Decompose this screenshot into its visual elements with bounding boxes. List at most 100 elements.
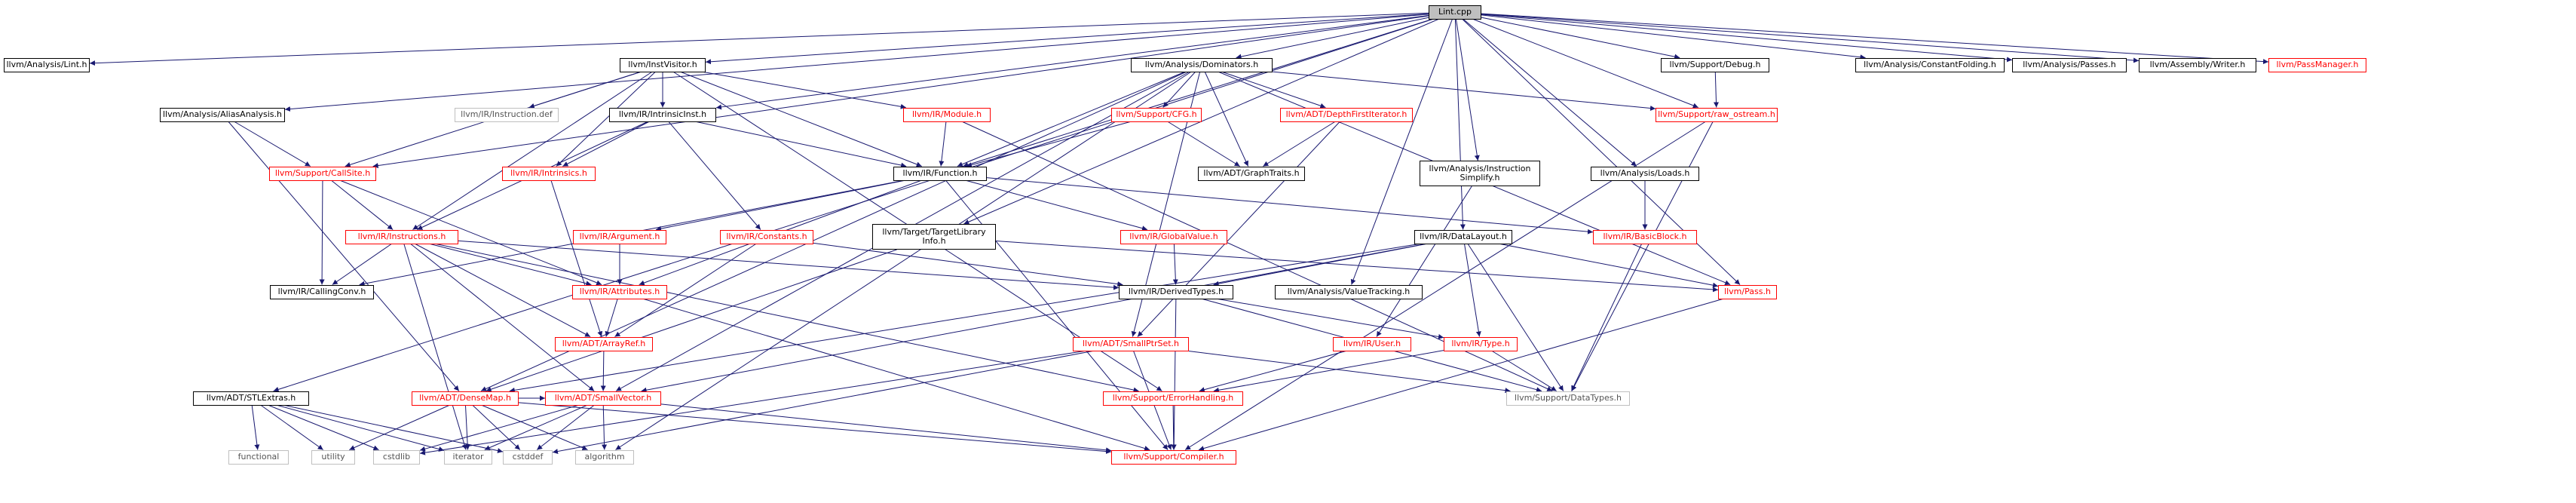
- edge-stlextras-to-utility: [260, 405, 324, 450]
- node-functional: functional: [228, 449, 289, 465]
- edge-irtype-to-datatypes: [1492, 351, 1557, 391]
- node-instructions[interactable]: llvm/IR/Instructions.h: [345, 229, 458, 244]
- edge-instvisitor-to-instructions: [412, 72, 652, 230]
- node-argument[interactable]: llvm/IR/Argument.h: [573, 229, 666, 244]
- node-valuetracking[interactable]: llvm/Analysis/ValueTracking.h: [1275, 284, 1423, 299]
- edge-instructions-to-derivedtypes: [458, 240, 1120, 290]
- node-asmwriter[interactable]: llvm/Assembly/Writer.h: [2139, 57, 2256, 72]
- edge-intrinsicinst-to-function: [696, 121, 907, 168]
- edge-globalvalue-to-derivedtypes: [1172, 244, 1178, 285]
- node-passmanager[interactable]: llvm/PassManager.h: [2268, 57, 2366, 72]
- node-dfi[interactable]: llvm/ADT/DepthFirstIterator.h: [1280, 107, 1413, 122]
- edge-stlextras-to-iterator: [277, 405, 445, 452]
- node-instrdef: llvm/IR/Instruction.def: [455, 107, 559, 122]
- edge-densemap-to-cstddef: [472, 405, 521, 450]
- edge-stlextras-to-functional: [251, 405, 260, 450]
- node-irtype[interactable]: llvm/IR/Type.h: [1444, 336, 1518, 351]
- edge-lint-to-analysis_lint: [89, 12, 1429, 66]
- edge-instructions-to-callingconv: [332, 244, 392, 285]
- edge-stlextras-to-cstdlib: [268, 405, 379, 451]
- node-iruser[interactable]: llvm/IR/User.h: [1333, 336, 1411, 351]
- node-basicblock[interactable]: llvm/IR/BasicBlock.h: [1593, 229, 1697, 244]
- edge-smallptrset-to-cstddef: [552, 351, 1093, 454]
- edge-arrayref-to-smallvector: [600, 351, 606, 391]
- edge-lint-to-intrinsicinst: [715, 15, 1429, 110]
- edge-instvisitor-to-intrinsics: [556, 72, 656, 167]
- edge-supportcfg-to-graphtraits: [1168, 121, 1240, 167]
- node-smallptrset[interactable]: llvm/ADT/SmallPtrSet.h: [1073, 336, 1189, 351]
- edge-instructions-to-iterator: [403, 244, 467, 450]
- node-instsimplify[interactable]: llvm/Analysis/Instruction Simplify.h: [1420, 161, 1540, 186]
- node-globalvalue[interactable]: llvm/IR/GlobalValue.h: [1120, 229, 1227, 244]
- node-algorithm: algorithm: [575, 449, 634, 465]
- node-attributes[interactable]: llvm/IR/Attributes.h: [572, 284, 667, 299]
- node-callingconv[interactable]: llvm/IR/CallingConv.h: [270, 284, 374, 299]
- edge-intrinsics-to-arrayref: [550, 180, 603, 337]
- edge-intrinsicinst-to-intrinsics: [562, 121, 649, 167]
- edge-smallvector-to-iterator: [484, 405, 587, 450]
- edge-instructions-to-errorhandling: [436, 244, 1139, 393]
- edge-smallvector-to-compiler: [660, 403, 1112, 453]
- edge-iruser-to-errorhandling: [1199, 351, 1346, 393]
- edge-targetlibinfo-to-pass: [995, 241, 1719, 293]
- edge-errorhandling-to-compiler: [1171, 405, 1177, 450]
- node-densemap[interactable]: llvm/ADT/DenseMap.h: [412, 391, 519, 406]
- edge-lint-to-callsite: [372, 15, 1429, 168]
- edge-instsimplify-to-iruser: [1376, 186, 1472, 337]
- node-arrayref[interactable]: llvm/ADT/ArrayRef.h: [555, 336, 653, 351]
- node-passes[interactable]: llvm/Analysis/Passes.h: [2012, 57, 2127, 72]
- node-lint: Lint.cpp: [1429, 5, 1481, 20]
- node-aa[interactable]: llvm/Analysis/AliasAnalysis.h: [160, 107, 285, 122]
- node-module[interactable]: llvm/IR/Module.h: [903, 107, 991, 122]
- node-compiler[interactable]: llvm/Support/Compiler.h: [1111, 449, 1236, 465]
- edge-callsite-to-attributes: [340, 180, 602, 286]
- edge-datalayout-to-datatypes: [1467, 244, 1564, 391]
- edge-instructions-to-arrayref: [415, 244, 591, 337]
- edge-function-to-basicblock: [986, 177, 1594, 235]
- dependency-edges: [89, 12, 2269, 455]
- edge-smallvector-to-cstdlib: [419, 405, 578, 452]
- edge-lint-to-passmanager: [1481, 13, 2269, 65]
- edge-dfi-to-graphtraits: [1263, 121, 1335, 167]
- node-rawostream[interactable]: llvm/Support/raw_ostream.h: [1656, 107, 1778, 122]
- edge-derivedtypes-to-irtype: [1218, 299, 1444, 339]
- node-dominators[interactable]: llvm/Analysis/Dominators.h: [1131, 57, 1273, 72]
- node-debug[interactable]: llvm/Support/Debug.h: [1661, 57, 1769, 72]
- edge-smallvector-to-algorithm: [602, 405, 608, 450]
- edge-instructions-to-smallvector: [410, 244, 595, 391]
- node-constfold[interactable]: llvm/Analysis/ConstantFolding.h: [1855, 57, 2005, 72]
- node-targetlibinfo[interactable]: llvm/Target/TargetLibrary Info.h: [872, 224, 996, 250]
- edge-lint-to-aa: [284, 14, 1429, 112]
- node-intrinsics[interactable]: llvm/IR/Intrinsics.h: [502, 166, 596, 181]
- edge-smallvector-to-cstddef: [536, 405, 595, 450]
- node-stlextras[interactable]: llvm/ADT/STLExtras.h: [193, 391, 309, 406]
- edge-intrinsicinst-to-constants: [668, 121, 761, 230]
- edge-callsite-to-callingconv: [319, 180, 325, 285]
- node-graphtraits[interactable]: llvm/ADT/GraphTraits.h: [1198, 166, 1305, 181]
- node-derivedtypes[interactable]: llvm/IR/DerivedTypes.h: [1119, 284, 1233, 299]
- node-loads[interactable]: llvm/Analysis/Loads.h: [1591, 166, 1699, 181]
- node-supportcfg[interactable]: llvm/Support/CFG.h: [1111, 107, 1202, 122]
- node-analysis_lint[interactable]: llvm/Analysis/Lint.h: [4, 57, 90, 72]
- edge-function-to-argument: [655, 180, 905, 232]
- edge-lint-to-valuetracking: [1350, 19, 1453, 285]
- edge-dominators-to-graphtraits: [1204, 72, 1249, 167]
- node-callsite[interactable]: llvm/Support/CallSite.h: [269, 166, 376, 181]
- node-datalayout[interactable]: llvm/IR/DataLayout.h: [1414, 229, 1512, 244]
- node-function[interactable]: llvm/IR/Function.h: [893, 166, 987, 181]
- edge-pass-to-compiler: [1198, 299, 1723, 451]
- node-constants[interactable]: llvm/IR/Constants.h: [720, 229, 813, 244]
- node-smallvector[interactable]: llvm/ADT/SmallVector.h: [545, 391, 661, 406]
- edge-function-to-globalvalue: [966, 180, 1148, 232]
- edge-lint-to-dominators: [1236, 17, 1429, 60]
- edge-lint-to-loads: [1463, 19, 1637, 167]
- node-pass[interactable]: llvm/Pass.h: [1718, 284, 1777, 299]
- node-intrinsicinst[interactable]: llvm/IR/IntrinsicInst.h: [609, 107, 716, 122]
- edge-smallptrset-to-cstdlib: [419, 351, 1085, 455]
- node-instvisitor[interactable]: llvm/InstVisitor.h: [620, 57, 706, 72]
- node-errorhandling[interactable]: llvm/Support/ErrorHandling.h: [1103, 391, 1243, 406]
- edge-lint-to-instvisitor: [705, 13, 1429, 65]
- edge-attributes-to-arrayref: [605, 299, 618, 337]
- edge-smallptrset-to-datatypes: [1188, 351, 1511, 394]
